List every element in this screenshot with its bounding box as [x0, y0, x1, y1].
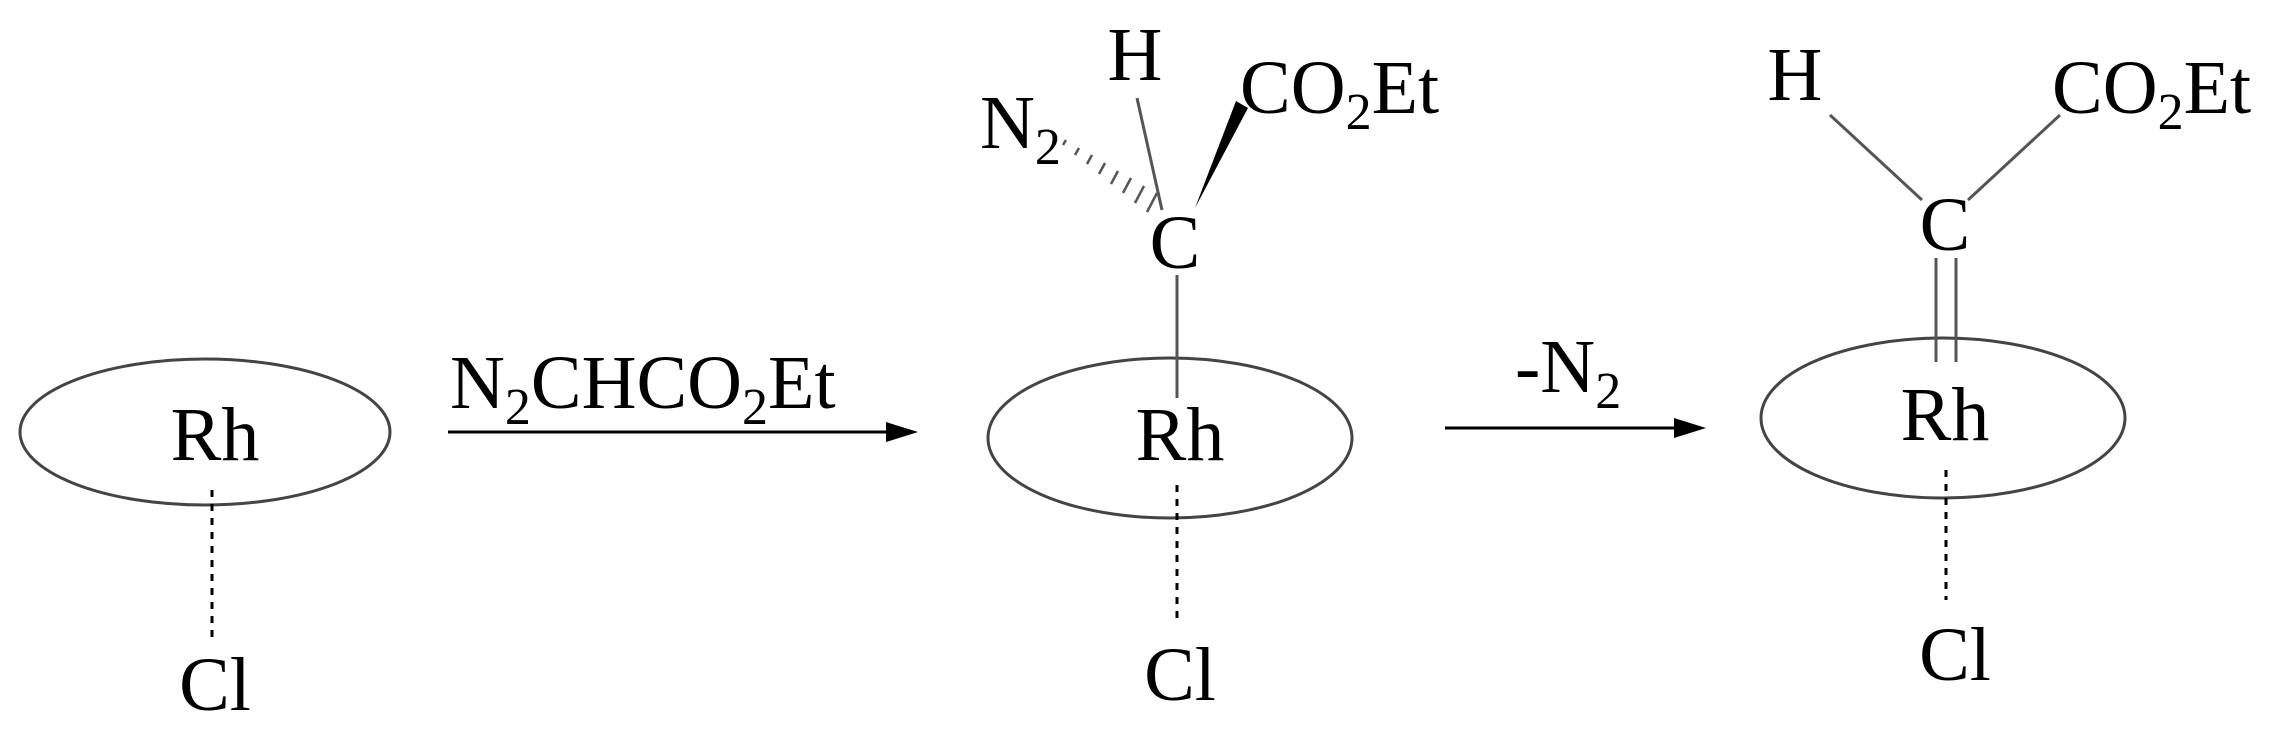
cl-label: Cl — [1144, 633, 1216, 717]
reaction-step-2: -N2 — [1445, 325, 1706, 438]
structure-1: Rh Cl — [18, 357, 392, 727]
rh-label: Rh — [171, 393, 260, 477]
reaction-arrow-2-head — [1674, 418, 1706, 438]
c-h-bond — [1135, 97, 1164, 211]
c-n2-hashed-bond — [1061, 139, 1159, 213]
c-ester-wedge-bond — [1195, 101, 1248, 208]
rh-label: Rh — [1901, 373, 1990, 457]
catalyst-ring — [1759, 336, 2127, 500]
ester-label: CO2Et — [2052, 46, 2251, 141]
nitrogen-loss-label: -N2 — [1515, 325, 1621, 420]
c-h-bond — [1828, 113, 1924, 202]
reaction-step-1: N2CHCO2Et — [448, 341, 918, 442]
reagent-label: N2CHCO2Et — [450, 341, 836, 436]
catalyst-ring — [18, 357, 392, 507]
cl-label: Cl — [1919, 613, 1991, 697]
cl-label: Cl — [179, 643, 251, 727]
structure-2: C H N2 CO2Et Rh Cl — [980, 13, 1439, 717]
hydrogen-label: H — [1768, 33, 1823, 117]
catalyst-ring — [986, 356, 1354, 520]
diazo-label: N2 — [980, 81, 1061, 176]
rh-label: Rh — [1136, 393, 1225, 477]
ester-label: CO2Et — [1240, 46, 1439, 141]
reaction-arrow-1-head — [886, 422, 918, 442]
structure-3: C H CO2Et Rh Cl — [1759, 33, 2251, 697]
carbon-label: C — [1920, 183, 1971, 267]
c-ester-bond — [1966, 113, 2062, 202]
hydrogen-label: H — [1108, 13, 1163, 97]
carbon-label: C — [1150, 201, 1201, 285]
